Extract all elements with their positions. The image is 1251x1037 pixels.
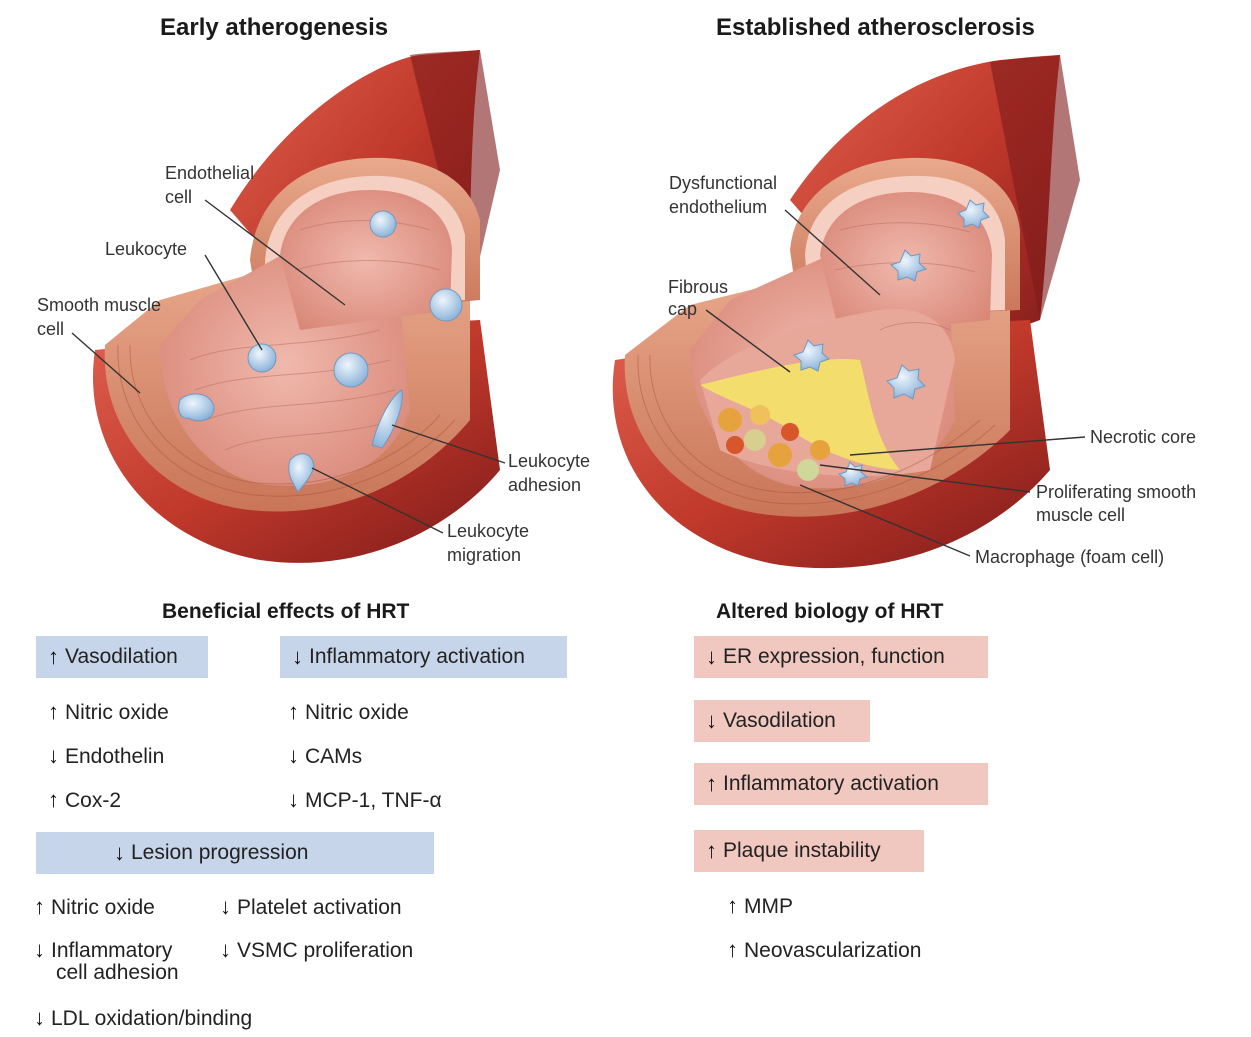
- arrow-down-icon: ↓: [34, 938, 45, 962]
- label-leukocyte-migration-line1: Leukocyte: [447, 520, 529, 543]
- lesion-item-1: ↑ Nitric oxide: [34, 895, 155, 920]
- box-inflammatory-label: Inflammatory activation: [309, 645, 525, 669]
- arrow-down-icon: ↓: [288, 788, 299, 812]
- arrow-up-icon: ↑: [34, 895, 45, 919]
- label-leukocyte-adhesion-line2: adhesion: [508, 474, 581, 497]
- arrow-down-icon: ↓: [48, 744, 59, 768]
- label-endothelial-line2: cell: [165, 186, 192, 209]
- box-altered-inflammatory-label: Inflammatory activation: [723, 772, 939, 796]
- altered-heading: Altered biology of HRT: [716, 600, 944, 624]
- label-smooth-muscle-line2: cell: [37, 318, 64, 341]
- label-fibrous-cap-line2: cap: [668, 298, 697, 321]
- lesion-item-1-text: Nitric oxide: [51, 896, 155, 919]
- arrow-up-icon: ↑: [706, 771, 717, 797]
- inflam-item-2: ↓ CAMs: [288, 744, 362, 769]
- altered-item-mmp: ↑ MMP: [727, 894, 793, 919]
- right-panel-title: Established atherosclerosis: [716, 14, 1035, 42]
- arrow-up-icon: ↑: [288, 700, 299, 724]
- arrow-down-icon: ↓: [220, 895, 231, 919]
- label-endothelial-line1: Endothelial: [165, 162, 254, 185]
- lesion-item-5-text: LDL oxidation/binding: [51, 1007, 252, 1030]
- label-fibrous-cap-line1: Fibrous: [668, 276, 728, 299]
- lesion-item-3-text: Inflammatory: [51, 939, 172, 962]
- box-er-expression: ↓ ER expression, function: [694, 636, 988, 678]
- arrow-up-icon: ↑: [727, 894, 738, 918]
- lesion-item-2: ↓ Platelet activation: [220, 895, 402, 920]
- box-lesion-label: Lesion progression: [131, 841, 308, 865]
- box-er-expression-label: ER expression, function: [723, 645, 945, 669]
- box-plaque-instability: ↑ Plaque instability: [694, 830, 924, 872]
- lesion-item-4: ↓ VSMC proliferation: [220, 938, 413, 963]
- inflam-item-1: ↑ Nitric oxide: [288, 700, 409, 725]
- inflam-item-3-text: MCP-1, TNF-α: [305, 789, 442, 812]
- arrow-up-icon: ↑: [48, 788, 59, 812]
- arrow-down-icon: ↓: [706, 644, 717, 670]
- altered-item-neovascularization-text: Neovascularization: [744, 939, 921, 962]
- arrow-down-icon: ↓: [34, 1006, 45, 1030]
- label-leukocyte: Leukocyte: [105, 238, 187, 261]
- box-altered-inflammatory: ↑ Inflammatory activation: [694, 763, 988, 805]
- box-plaque-instability-label: Plaque instability: [723, 839, 881, 863]
- box-inflammatory-activation: ↓ Inflammatory activation: [280, 636, 567, 678]
- label-macrophage: Macrophage (foam cell): [975, 546, 1164, 569]
- arrow-down-icon: ↓: [292, 644, 303, 670]
- lesion-item-2-text: Platelet activation: [237, 896, 402, 919]
- vaso-item-3-text: Cox-2: [65, 789, 121, 812]
- label-dysfunctional-line1: Dysfunctional: [669, 172, 777, 195]
- label-smooth-muscle-line1: Smooth muscle: [37, 294, 161, 317]
- vaso-item-3: ↑ Cox-2: [48, 788, 121, 813]
- left-panel-title: Early atherogenesis: [160, 14, 388, 42]
- box-vasodilation: ↑ Vasodilation: [36, 636, 208, 678]
- lesion-item-4-text: VSMC proliferation: [237, 939, 413, 962]
- label-necrotic-core: Necrotic core: [1090, 426, 1196, 449]
- arrow-down-icon: ↓: [114, 840, 125, 866]
- arrow-down-icon: ↓: [288, 744, 299, 768]
- vaso-item-2: ↓ Endothelin: [48, 744, 164, 769]
- lesion-item-3: ↓ Inflammatory: [34, 938, 172, 963]
- arrow-down-icon: ↓: [706, 708, 717, 734]
- arrow-up-icon: ↑: [48, 644, 59, 670]
- beneficial-heading: Beneficial effects of HRT: [162, 600, 409, 624]
- arrow-up-icon: ↑: [706, 838, 717, 864]
- arrow-up-icon: ↑: [727, 938, 738, 962]
- arrow-up-icon: ↑: [48, 700, 59, 724]
- label-leukocyte-migration-line2: migration: [447, 544, 521, 567]
- lesion-item-3-cont-text: cell adhesion: [56, 961, 179, 984]
- box-vasodilation-label: Vasodilation: [65, 645, 178, 669]
- box-lesion-progression: ↓ Lesion progression: [36, 832, 434, 874]
- vaso-item-2-text: Endothelin: [65, 745, 164, 768]
- box-altered-vasodilation-label: Vasodilation: [723, 709, 836, 733]
- arrow-down-icon: ↓: [220, 938, 231, 962]
- vaso-item-1-text: Nitric oxide: [65, 701, 169, 724]
- inflam-item-3: ↓ MCP-1, TNF-α: [288, 788, 442, 813]
- label-proliferating-line2: muscle cell: [1036, 504, 1125, 527]
- label-leukocyte-adhesion-line1: Leukocyte: [508, 450, 590, 473]
- vaso-item-1: ↑ Nitric oxide: [48, 700, 169, 725]
- altered-item-mmp-text: MMP: [744, 895, 793, 918]
- label-proliferating-line1: Proliferating smooth: [1036, 481, 1196, 504]
- inflam-item-2-text: CAMs: [305, 745, 362, 768]
- inflam-item-1-text: Nitric oxide: [305, 701, 409, 724]
- lesion-item-3-cont: cell adhesion: [56, 961, 179, 985]
- box-altered-vasodilation: ↓ Vasodilation: [694, 700, 870, 742]
- label-dysfunctional-line2: endothelium: [669, 196, 767, 219]
- lesion-item-5: ↓ LDL oxidation/binding: [34, 1006, 252, 1031]
- altered-item-neovascularization: ↑ Neovascularization: [727, 938, 921, 963]
